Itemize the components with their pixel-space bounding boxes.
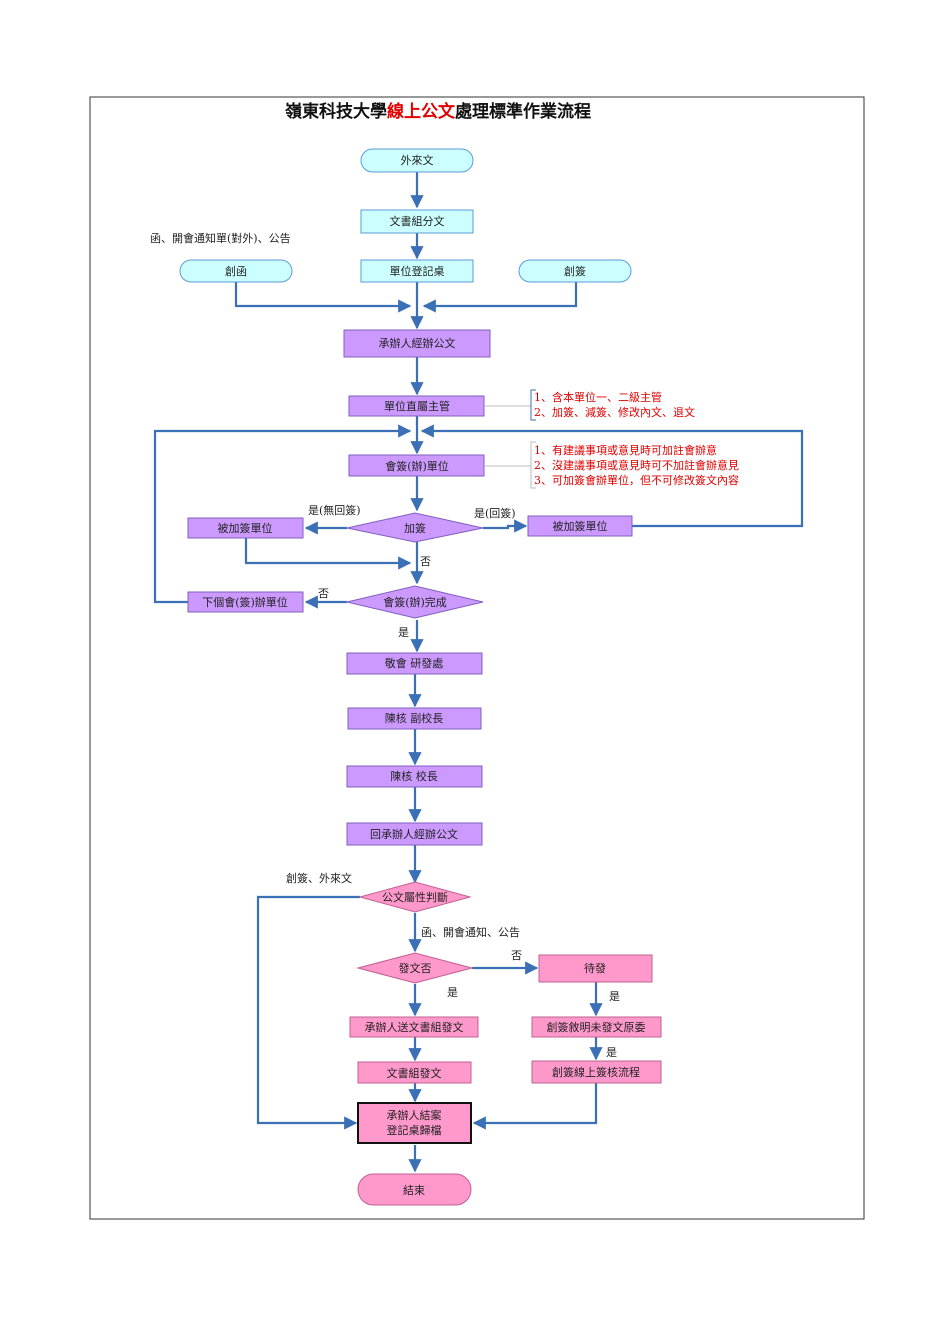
node-added-unit-right: 被加簽單位 (527, 515, 633, 537)
cosign-note: 1、有建議事項或意見時可加註會辦意 2、沒建議事項或意見時可不加註會辦意見 3、… (484, 441, 739, 489)
edge-label-no-add: 否 (420, 555, 431, 568)
svg-text:回承辦人經辦公文: 回承辦人經辦公文 (370, 827, 458, 841)
node-issue: 發文否 (356, 952, 474, 984)
node-send-docs: 承辦人送文書組發文 (349, 1016, 479, 1038)
node-explain: 創簽敘明未發文原委 (531, 1016, 662, 1038)
node-unit-register: 單位登記桌 (360, 259, 474, 283)
edge-label-yes-explain: 是 (606, 1046, 617, 1059)
svg-text:1、有建議事項或意見時可加註會辦意: 1、有建議事項或意見時可加註會辦意 (534, 443, 717, 457)
svg-text:創簽線上簽核流程: 創簽線上簽核流程 (552, 1065, 640, 1079)
edge-label-no-issue: 否 (511, 949, 522, 962)
svg-text:陳核 副校長: 陳核 副校長 (385, 711, 444, 725)
edge-label-yes-pending: 是 (609, 990, 620, 1003)
svg-text:文書組分文: 文書組分文 (390, 214, 445, 228)
edge-label-yes-return: 是(回簽) (474, 506, 516, 520)
svg-text:單位登記桌: 單位登記桌 (390, 264, 445, 278)
node-pending: 待發 (538, 954, 653, 983)
page-title: 嶺東科技大學線上公文處理標準作業流程 (285, 101, 591, 122)
letter-note: 函、開會通知單(對外)、公告 (150, 231, 291, 245)
node-doc-type: 公文屬性判斷 (358, 881, 472, 913)
svg-text:創簽敘明未發文原委: 創簽敘明未發文原委 (547, 1020, 646, 1034)
svg-text:3、可加簽會辦單位，但不可修改簽文內容: 3、可加簽會辦單位，但不可修改簽文內容 (534, 473, 739, 487)
node-online-flow: 創簽線上簽核流程 (531, 1060, 662, 1084)
edge-label-no-done: 否 (318, 587, 329, 600)
node-create-sign: 創簽 (518, 259, 632, 283)
node-vice-president: 陳核 副校長 (347, 707, 482, 730)
supervisor-note: 1、含本單位一、二級主管 2、加簽、減簽、修改內文、退文 (484, 389, 695, 421)
node-rnd: 敬會 研發處 (346, 652, 483, 675)
edge-label-create-external: 創簽、外來文 (286, 871, 352, 885)
svg-text:會簽(辦)單位: 會簽(辦)單位 (385, 459, 449, 473)
node-cosign-unit: 會簽(辦)單位 (348, 454, 485, 477)
svg-text:陳核 校長: 陳核 校長 (390, 769, 438, 783)
svg-text:待發: 待發 (584, 961, 606, 975)
svg-text:承辦人經辦公文: 承辦人經辦公文 (379, 336, 456, 350)
svg-text:創函: 創函 (225, 264, 247, 278)
svg-text:1、含本單位一、二級主管: 1、含本單位一、二級主管 (534, 390, 662, 404)
node-incoming: 外來文 (360, 148, 474, 173)
svg-text:承辦人結案: 承辦人結案 (387, 1108, 442, 1122)
edge-label-yes-no-return: 是(無回簽) (308, 503, 361, 517)
svg-text:登記桌歸檔: 登記桌歸檔 (387, 1123, 442, 1137)
svg-text:2、加簽、減簽、修改內文、退文: 2、加簽、減簽、修改內文、退文 (534, 405, 695, 419)
svg-text:承辦人送文書組發文: 承辦人送文書組發文 (365, 1020, 464, 1034)
node-handler: 承辦人經辦公文 (343, 329, 491, 358)
node-president: 陳核 校長 (346, 765, 483, 788)
svg-text:外來文: 外來文 (401, 153, 434, 167)
edge-label-yes-done: 是 (398, 626, 409, 639)
node-cosign-done: 會簽(辦)完成 (346, 585, 484, 619)
svg-text:創簽: 創簽 (564, 264, 586, 278)
page-frame (89, 96, 865, 1220)
node-added-unit-left: 被加簽單位 (187, 517, 304, 539)
svg-text:文書組發文: 文書組發文 (387, 1066, 442, 1080)
edge-label-yes-issue: 是 (447, 986, 458, 999)
edge-label-letter-types: 函、開會通知、公告 (421, 925, 520, 939)
node-end: 結束 (357, 1173, 472, 1206)
node-create-letter: 創函 (179, 259, 293, 283)
svg-text:敬會 研發處: 敬會 研發處 (385, 656, 444, 670)
node-add-sign: 加簽 (346, 512, 484, 543)
svg-text:加簽: 加簽 (404, 521, 426, 535)
svg-text:下個會(簽)辦單位: 下個會(簽)辦單位 (202, 595, 288, 609)
connectors (153, 172, 804, 1173)
svg-text:單位直屬主管: 單位直屬主管 (384, 399, 450, 413)
svg-text:被加簽單位: 被加簽單位 (553, 519, 608, 533)
node-supervisor: 單位直屬主管 (348, 395, 485, 417)
node-close: 承辦人結案 登記桌歸檔 (357, 1102, 472, 1144)
node-return-handler: 回承辦人經辦公文 (346, 822, 483, 846)
svg-text:發文否: 發文否 (399, 961, 432, 975)
svg-text:被加簽單位: 被加簽單位 (218, 521, 273, 535)
svg-text:會簽(辦)完成: 會簽(辦)完成 (383, 595, 447, 609)
node-next-cosign-unit: 下個會(簽)辦單位 (187, 591, 304, 613)
svg-text:2、沒建議事項或意見時可不加註會辦意見: 2、沒建議事項或意見時可不加註會辦意見 (534, 458, 739, 472)
svg-text:結束: 結束 (403, 1183, 425, 1197)
node-docs-issue: 文書組發文 (357, 1061, 472, 1084)
node-docs-dispatch: 文書組分文 (360, 209, 474, 234)
svg-text:公文屬性判斷: 公文屬性判斷 (382, 890, 448, 904)
